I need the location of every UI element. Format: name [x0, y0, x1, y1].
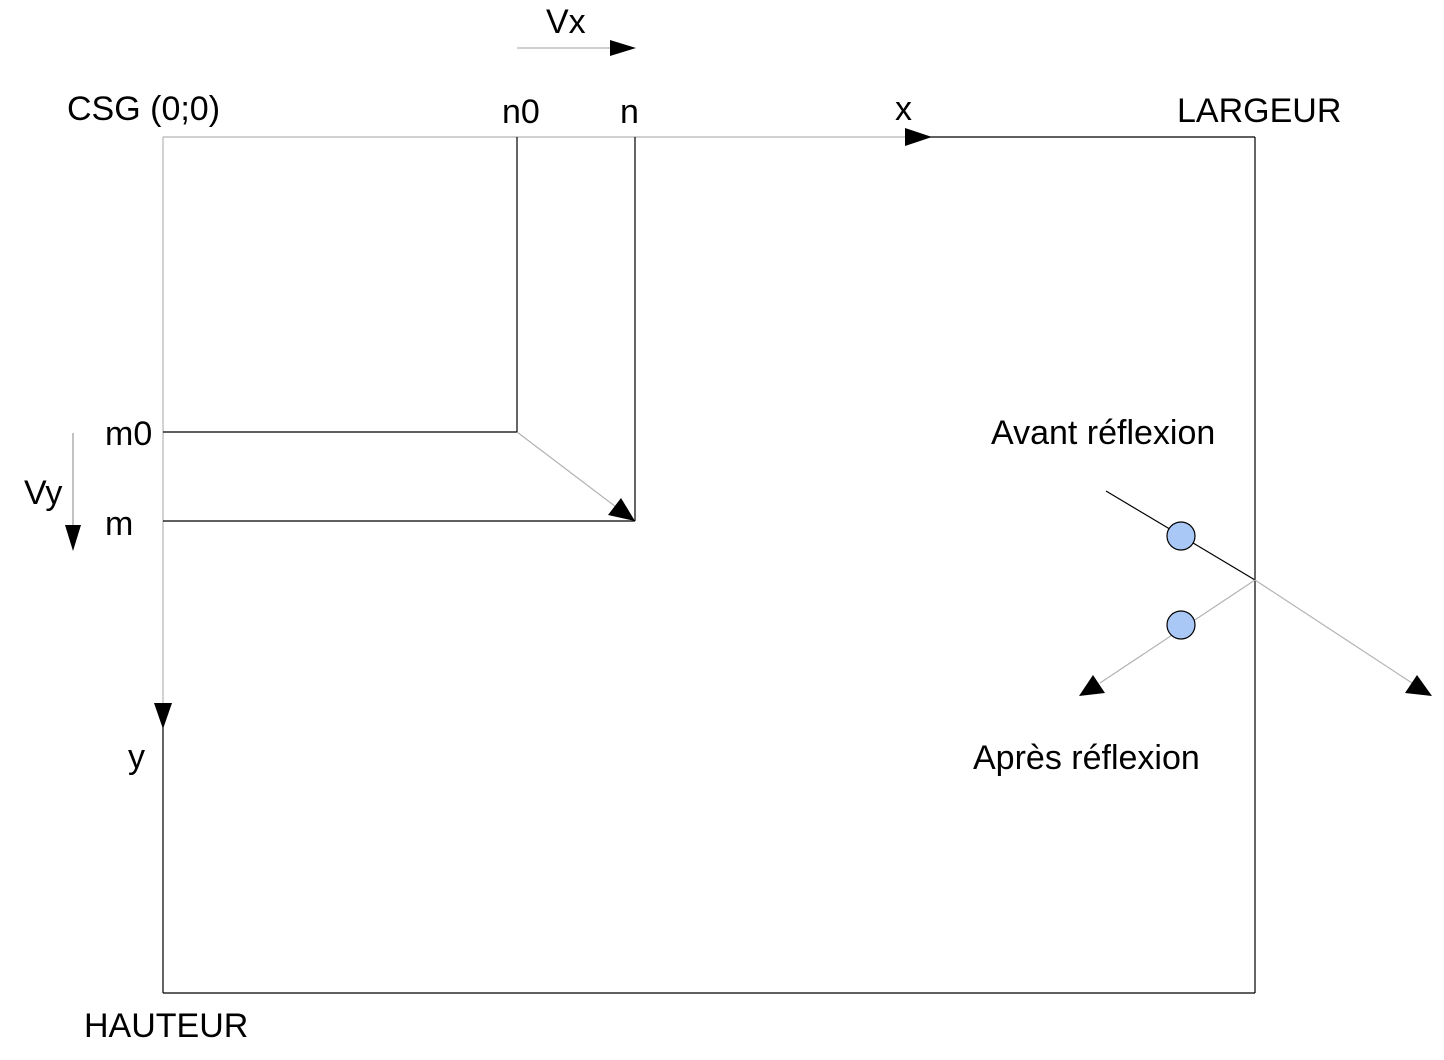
before-reflection-label: Avant réflexion: [991, 414, 1215, 452]
y-axis-label: y: [128, 738, 145, 776]
displacement-arrowhead: [608, 498, 635, 521]
x-axis-label: x: [895, 90, 912, 128]
vy-arrowhead: [65, 525, 81, 551]
width-label: LARGEUR: [1177, 92, 1341, 130]
ball-after-reflection: [1166, 610, 1196, 640]
origin-label: CSG (0;0): [67, 90, 220, 128]
vy-label: Vy: [24, 474, 62, 512]
vx-arrowhead: [610, 40, 636, 56]
reflected-trajectory-arrowhead: [1079, 675, 1105, 696]
continued-trajectory-arrowhead: [1405, 675, 1432, 696]
n0-label: n0: [502, 93, 540, 131]
vx-label: Vx: [546, 3, 586, 41]
displacement-line: [516, 431, 621, 511]
after-reflection-label: Après réflexion: [973, 739, 1200, 777]
n-label: n: [620, 93, 639, 131]
x-axis-arrowhead: [905, 128, 932, 146]
m-label: m: [105, 505, 133, 543]
height-label: HAUTEUR: [84, 1007, 248, 1045]
y-axis-arrowhead: [154, 703, 172, 729]
m0-label: m0: [105, 415, 152, 453]
continued-trajectory: [1254, 579, 1413, 684]
ball-before-reflection: [1166, 521, 1196, 551]
